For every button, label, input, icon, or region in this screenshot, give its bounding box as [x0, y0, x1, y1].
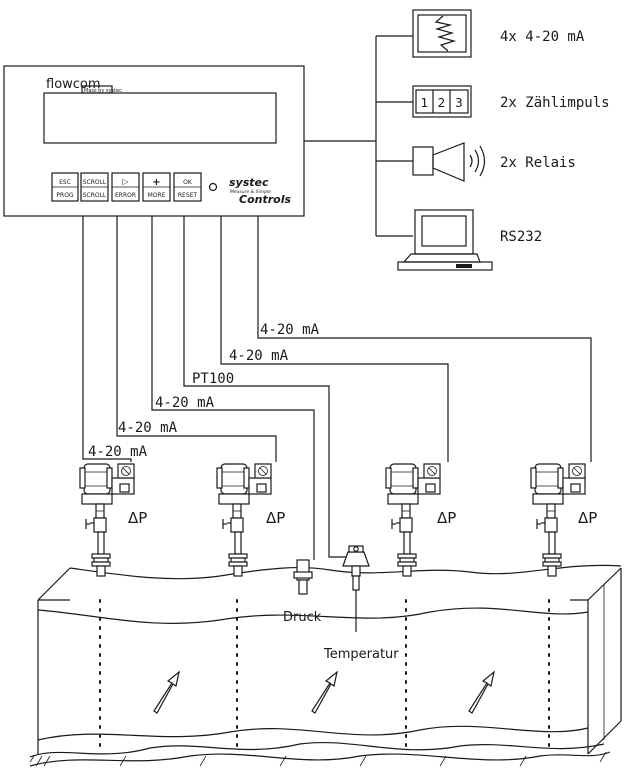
temperature-label: Temperatur — [323, 647, 399, 662]
output-relay-label: 2x Relais — [500, 155, 576, 171]
svg-text:Measure & Simple: Measure & Simple — [230, 189, 271, 195]
svg-text:OK: OK — [183, 179, 193, 186]
counter-icon: 1 2 3 — [412, 85, 472, 118]
output-analog-label: 4x 4-20 mA — [500, 29, 585, 45]
signal-lines — [82, 216, 592, 560]
pipe-dotted-lines — [99, 599, 550, 753]
svg-text:1: 1 — [421, 96, 429, 110]
key-more[interactable]: + MORE — [142, 172, 171, 202]
signal-label-5: 4-20 mA — [88, 444, 148, 460]
pressure-label: Druck — [283, 610, 322, 625]
key-error[interactable]: ▷ ERROR — [111, 172, 140, 202]
svg-text:ESC: ESC — [59, 179, 71, 186]
signal-label-4: 4-20 mA — [118, 420, 178, 436]
horn-icon — [412, 142, 486, 182]
controller-display — [43, 92, 277, 144]
svg-text:▷: ▷ — [122, 177, 129, 186]
chart-recorder-icon — [412, 9, 472, 58]
signal-label-1: 4-20 mA — [260, 322, 320, 338]
dp-label-3: ΔP — [437, 509, 456, 527]
flow-arrows — [153, 670, 495, 714]
signal-label-2: 4-20 mA — [229, 348, 289, 364]
flowcom-controller: flowcom Mass by systec ESC PROG SCROLL S… — [3, 65, 305, 217]
signal-label-3: 4-20 mA — [155, 395, 215, 411]
dp-transmitter-1 — [79, 463, 135, 577]
key-prog[interactable]: ESC PROG — [51, 172, 79, 202]
svg-text:2: 2 — [438, 96, 446, 110]
controller-sub: Mass by systec — [84, 88, 122, 94]
dp-transmitter-4 — [530, 463, 586, 577]
key-scroll[interactable]: SCROLL SCROLL — [80, 172, 109, 202]
svg-text:PROG: PROG — [56, 192, 74, 199]
dp-label-4: ΔP — [578, 509, 597, 527]
dp-transmitter-3 — [385, 463, 441, 577]
duct — [29, 564, 622, 767]
svg-text:SCROLL: SCROLL — [83, 192, 107, 199]
signal-label-pt100: PT100 — [192, 371, 234, 387]
pressure-sensor — [293, 559, 313, 595]
svg-text:systec: systec — [229, 176, 269, 189]
svg-text:+: + — [152, 177, 160, 188]
dp-transmitter-2 — [216, 463, 272, 577]
svg-text:SCROLL: SCROLL — [83, 179, 107, 186]
controller-keypad: ESC PROG SCROLL SCROLL ▷ ERROR + MORE — [51, 172, 202, 202]
controller-brand: flowcom — [46, 77, 101, 92]
output-pulse-label: 2x Zählimpuls — [500, 95, 610, 111]
systec-logo: systec Measure & Simple Controls — [229, 176, 291, 206]
status-led — [208, 182, 218, 192]
output-rs232-label: RS232 — [500, 229, 542, 245]
output-bus — [304, 35, 413, 237]
computer-icon — [397, 209, 493, 271]
dp-label-2: ΔP — [266, 509, 285, 527]
temperature-sensor — [342, 545, 370, 632]
svg-text:3: 3 — [455, 96, 463, 110]
svg-text:ERROR: ERROR — [115, 192, 136, 199]
key-reset[interactable]: OK RESET — [173, 172, 202, 202]
svg-text:RESET: RESET — [178, 192, 198, 199]
svg-text:Controls: Controls — [239, 193, 291, 206]
dp-label-1: ΔP — [128, 509, 147, 527]
svg-text:MORE: MORE — [148, 192, 166, 199]
